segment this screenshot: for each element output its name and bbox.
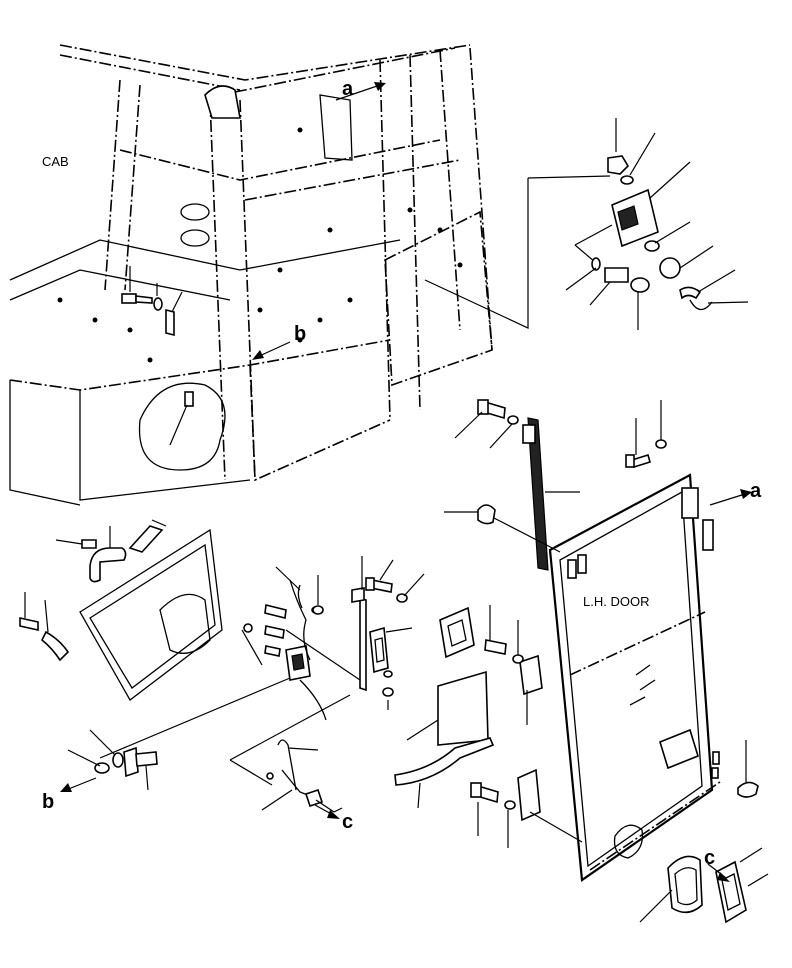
cab-frame (9, 44, 493, 506)
ref-c-lower: c (342, 811, 353, 833)
door-label: L.H. DOOR (583, 594, 649, 609)
lock-mechanism (99, 556, 425, 813)
inner-trim-panel (19, 519, 223, 701)
cab-label: CAB (42, 154, 69, 169)
door-side-parts (394, 399, 769, 924)
ref-arrows (60, 82, 752, 882)
ref-b-lower: b (42, 791, 54, 813)
ref-b-cab: b (294, 323, 306, 345)
stop-bracket-cluster (424, 118, 749, 330)
ref-a-door: a (750, 480, 762, 502)
cab-striker-parts (121, 293, 175, 337)
ref-a-top: a (342, 78, 354, 100)
cab-leaders (129, 266, 188, 446)
lh-door (548, 473, 721, 882)
ref-c-door: c (704, 847, 715, 869)
lower-left-hardware (67, 729, 158, 791)
